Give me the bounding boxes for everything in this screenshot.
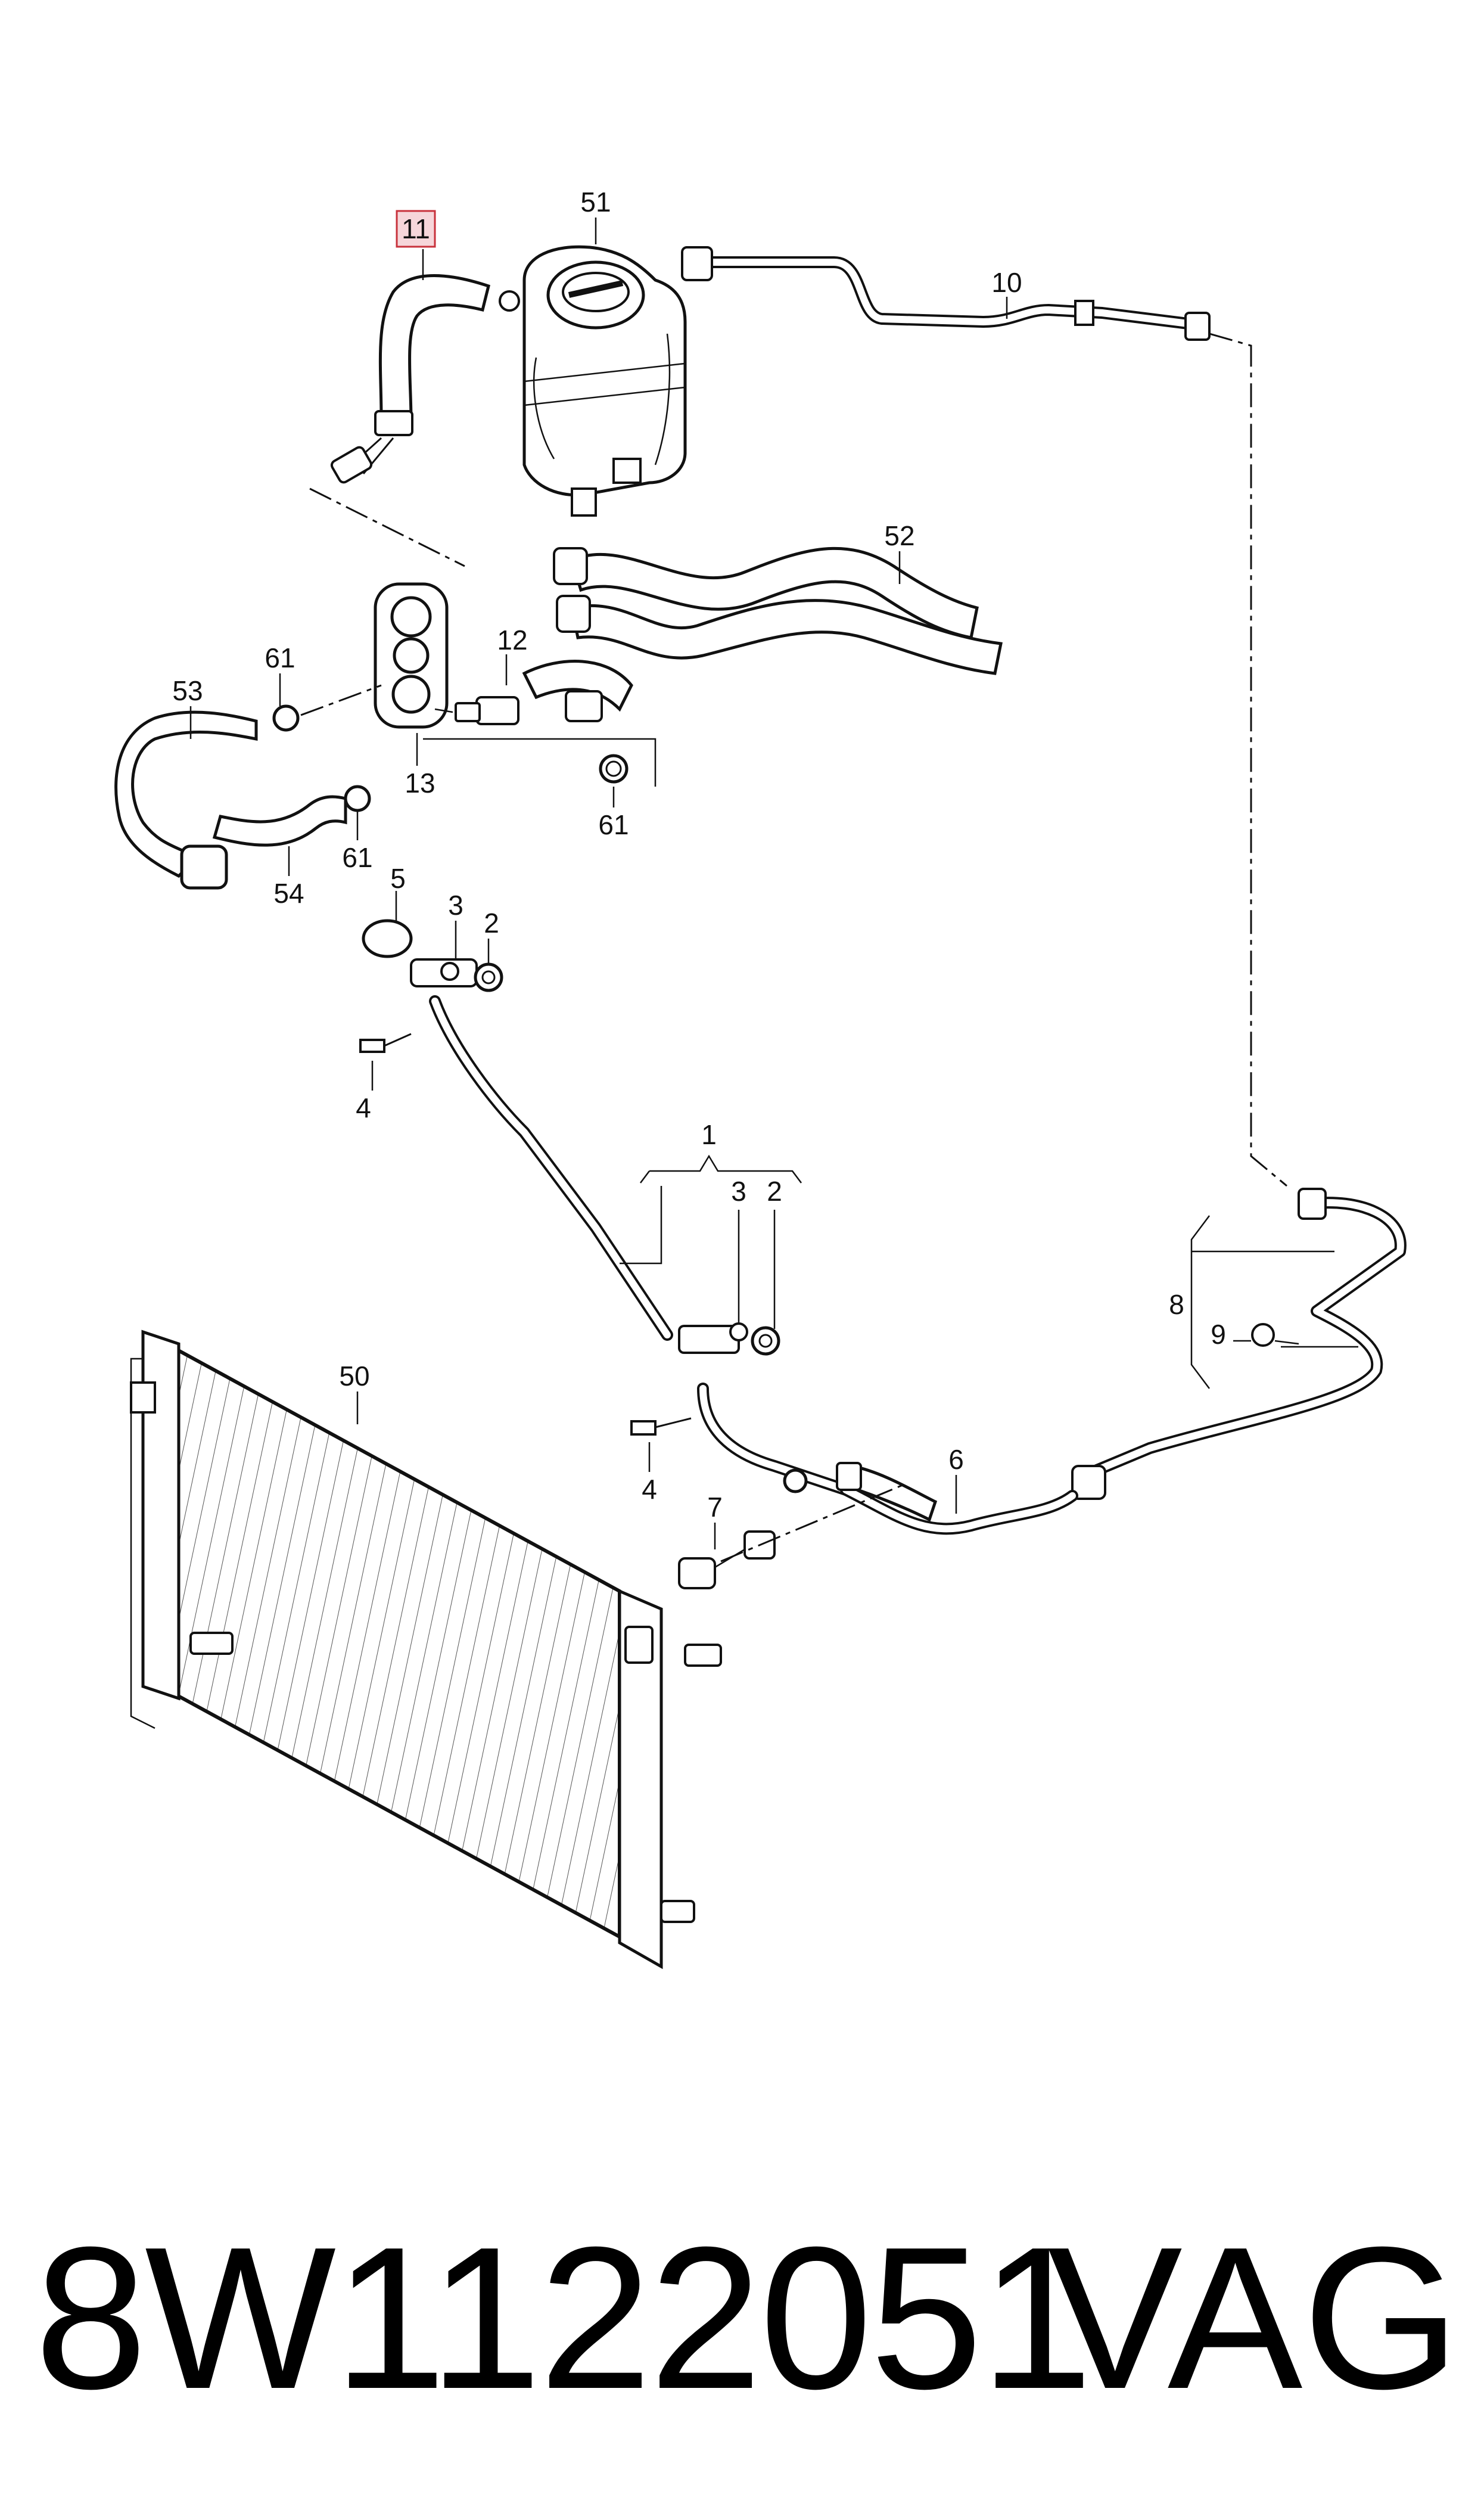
callout-11[interactable]: 11 [402, 213, 430, 244]
callout-61-right[interactable]: 61 [598, 809, 629, 840]
callout-10[interactable]: 10 [991, 267, 1022, 298]
hose-53[interactable] [114, 710, 258, 890]
seal-3-mid[interactable] [729, 1322, 748, 1341]
callout-61-bottom[interactable]: 61 [342, 842, 372, 873]
callout-2-mid[interactable]: 2 [767, 1176, 782, 1207]
hose-11[interactable] [330, 274, 490, 484]
connector-12[interactable] [423, 660, 657, 787]
coolant-system-diagram: 11 51 10 52 53 61 12 13 61 61 54 5 3 2 4… [114, 187, 1407, 1970]
clip-9[interactable] [1251, 1323, 1299, 1347]
callout-3-mid[interactable]: 3 [731, 1176, 746, 1207]
connector-7[interactable] [678, 1530, 776, 1589]
bracket-8 [1190, 1215, 1358, 1389]
callout-2-top[interactable]: 2 [484, 908, 499, 939]
dash-guide-53 [300, 684, 382, 716]
part-number: 8W1122051 [35, 2205, 1093, 2431]
hose-52[interactable] [553, 546, 1003, 675]
dash-guide-right [1209, 333, 1287, 1187]
oring-2-top[interactable] [474, 962, 503, 992]
bolt-4-top[interactable] [359, 1033, 412, 1053]
pipe-10[interactable] [681, 246, 1211, 341]
pipe-8[interactable] [1071, 1188, 1407, 1500]
callout-12[interactable]: 12 [497, 625, 527, 656]
callout-4-mid[interactable]: 4 [642, 1474, 657, 1505]
callout-11-highlight [396, 210, 436, 248]
callout-9[interactable]: 9 [1211, 1319, 1226, 1350]
dash-guide-7 [720, 1483, 906, 1563]
seal-3-top[interactable] [440, 962, 459, 981]
callout-50[interactable]: 50 [339, 1361, 369, 1391]
leader-lines [189, 218, 1251, 1549]
expansion-tank-51[interactable] [499, 245, 687, 517]
gasket-13[interactable] [374, 582, 449, 729]
callout-54[interactable]: 54 [273, 878, 304, 909]
callout-52[interactable]: 52 [884, 520, 914, 551]
callout-4-top[interactable]: 4 [356, 1092, 371, 1123]
callout-3-top[interactable]: 3 [448, 890, 463, 921]
callout-7[interactable]: 7 [707, 1492, 723, 1523]
brand-label: VAG [1047, 2205, 1460, 2431]
callout-1[interactable]: 1 [701, 1119, 717, 1150]
hose-clamp-61-top[interactable] [272, 704, 300, 732]
callout-5[interactable]: 5 [390, 863, 406, 894]
hose-54[interactable] [212, 795, 347, 847]
radiator-50[interactable] [130, 1330, 722, 1970]
callout-61-top[interactable]: 61 [265, 642, 295, 673]
callout-13[interactable]: 13 [405, 768, 435, 799]
hose-clamp-61-bottom[interactable] [344, 785, 371, 812]
callout-51[interactable]: 51 [580, 187, 611, 218]
callout-8[interactable]: 8 [1169, 1289, 1184, 1320]
callout-53[interactable]: 53 [172, 675, 203, 706]
bolt-4-mid[interactable] [630, 1417, 692, 1436]
callout-6[interactable]: 6 [948, 1444, 964, 1475]
pipe-6[interactable] [783, 1462, 1078, 1535]
hose-clamp-61-right[interactable] [599, 754, 629, 784]
oring-2-mid[interactable] [751, 1326, 780, 1356]
dash-guide-tank [309, 487, 465, 567]
